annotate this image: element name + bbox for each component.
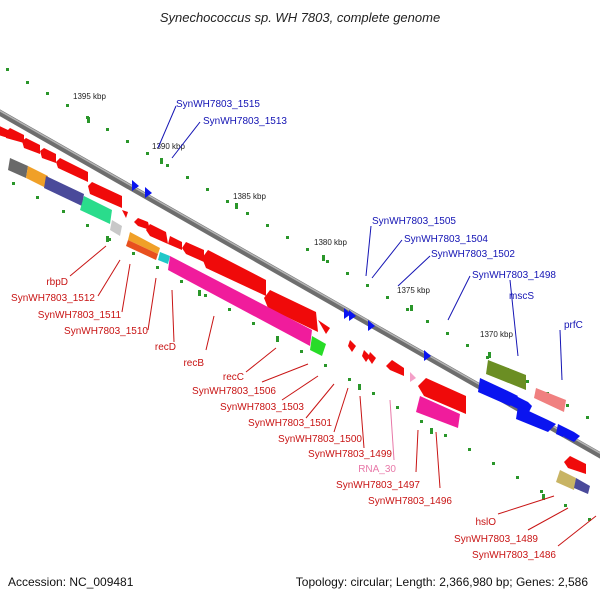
kbp-label-1390: 1390 kbp [152,142,185,151]
gene-label-SynWH7803_1515: SynWH7803_1515 [176,99,260,110]
gene-label-SynWH7803_1511: SynWH7803_1511 [38,310,122,321]
kbp-label-1370: 1370 kbp [480,330,513,339]
forward-strand-features [132,180,580,442]
gene-label-SynWH7803_1486: SynWH7803_1486 [472,550,556,561]
gene-label-SynWH7803_1496: SynWH7803_1496 [368,496,452,507]
gene-label-mscS: mscS [509,291,534,302]
gene-label-SynWH7803_1503: SynWH7803_1503 [220,402,304,413]
rna-leader-line [389,399,395,461]
gene-label-SynWH7803_1499: SynWH7803_1499 [308,449,392,460]
map-title: Synechococcus sp. WH 7803, complete geno… [160,10,440,25]
reverse-strand-features [0,126,590,494]
kbp-label-1375: 1375 kbp [397,286,430,295]
gene-label-SynWH7803_1510: SynWH7803_1510 [64,326,148,337]
top-leader-lines [157,105,563,381]
gene-label-recB: recB [183,358,204,369]
gene-label-SynWH7803_1501: SynWH7803_1501 [248,418,332,429]
gene-label-recC: recC [223,372,244,383]
topology-text: Topology: circular; Length: 2,366,980 bp… [295,575,588,589]
gene-label-SynWH7803_1504: SynWH7803_1504 [404,234,488,245]
kbp-label-1395: 1395 kbp [73,92,106,101]
gene-label-prfC: prfC [564,320,583,331]
gene-label-rbpD: rbpD [46,277,68,288]
gene-label-recD: recD [155,342,176,353]
kbp-label-1385: 1385 kbp [233,192,266,201]
gene-label-hslO: hslO [475,517,496,528]
gene-label-SynWH7803_1505: SynWH7803_1505 [372,216,456,227]
accession-text: Accession: NC_009481 [8,575,134,589]
gene-label-SynWH7803_1513: SynWH7803_1513 [203,116,287,127]
gene-label-SynWH7803_1506: SynWH7803_1506 [192,386,276,397]
gene-label-SynWH7803_1500: SynWH7803_1500 [278,434,362,445]
gene-label-SynWH7803_1497: SynWH7803_1497 [336,480,420,491]
kbp-label-1380: 1380 kbp [314,238,347,247]
gene-label-RNA_30: RNA_30 [358,464,396,475]
gene-label-SynWH7803_1489: SynWH7803_1489 [454,534,538,545]
gene-label-SynWH7803_1502: SynWH7803_1502 [431,249,515,260]
gene-label-SynWH7803_1498: SynWH7803_1498 [472,270,556,281]
gene-label-SynWH7803_1512: SynWH7803_1512 [11,293,95,304]
bottom-leader-lines [69,245,597,547]
inner-tick-dots [12,182,591,521]
